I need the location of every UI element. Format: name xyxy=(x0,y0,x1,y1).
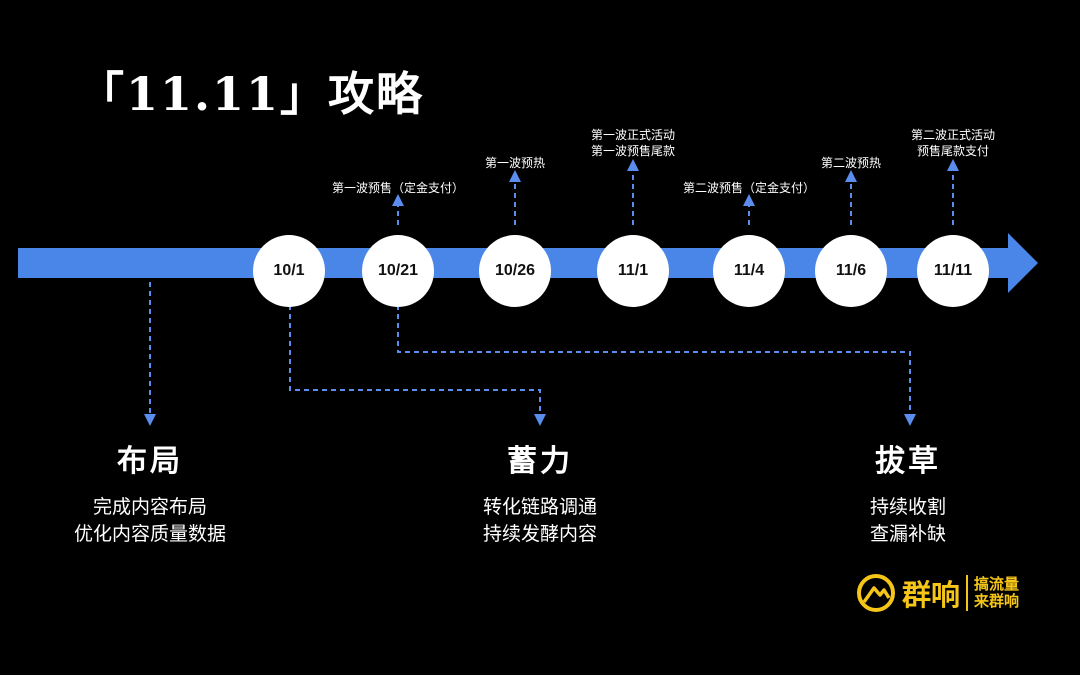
phase-harvest-desc: 持续收割 查漏补缺 xyxy=(870,494,946,548)
phase-layout: 布局 完成内容布局 优化内容质量数据 xyxy=(74,436,226,548)
logo-slogan-line1: 搞流量 xyxy=(974,575,1020,593)
page-title: 「11.11」攻略 xyxy=(78,67,425,121)
phase-accumulate: 蓄力 转化链路调通 持续发酵内容 xyxy=(483,436,597,548)
node-10-21: 10/21 xyxy=(362,235,434,307)
phase-harvest-line1: 持续收割 xyxy=(869,496,947,518)
phase-accumulate-title: 蓄力 xyxy=(506,444,573,479)
logo-slogan-line2: 来群响 xyxy=(974,592,1020,610)
connector-harvest xyxy=(397,305,916,426)
phase-layout-title: 布局 xyxy=(116,444,183,479)
node-11-1: 11/1 xyxy=(597,235,669,307)
annotation-1021: 第一波预售（定金支付） xyxy=(331,181,465,195)
phase-layout-line1: 完成内容布局 xyxy=(92,496,208,518)
node-10-26: 10/26 xyxy=(479,235,551,307)
phase-harvest: 拔草 持续收割 查漏补缺 xyxy=(870,436,946,548)
annotation-1026: 第一波预热 xyxy=(484,156,546,170)
logo-divider xyxy=(966,575,969,611)
annotation-1111: 第二波正式活动 预售尾款支付 xyxy=(911,127,995,159)
node-11-6: 11/6 xyxy=(815,235,887,307)
logo-slogan: 搞流量 来群响 xyxy=(974,576,1019,610)
annotation-1101-line2: 第一波预售尾款 xyxy=(590,144,676,158)
phase-accumulate-line2: 持续发酵内容 xyxy=(482,523,598,545)
connector-accumulate xyxy=(289,305,546,426)
phase-accumulate-line1: 转化链路调通 xyxy=(482,496,598,518)
brand-logo: 群响 搞流量 来群响 xyxy=(856,572,1019,614)
annotation-1111-line2: 预售尾款支付 xyxy=(916,144,990,158)
annotation-1106: 第二波预热 xyxy=(820,156,882,170)
annotation-1101: 第一波正式活动 第一波预售尾款 xyxy=(591,127,675,159)
phase-layout-line2: 优化内容质量数据 xyxy=(73,523,227,545)
node-10-1: 10/1 xyxy=(253,235,325,307)
node-11-4: 11/4 xyxy=(713,235,785,307)
phase-layout-desc: 完成内容布局 优化内容质量数据 xyxy=(74,494,226,548)
annotation-1104: 第二波预售（定金支付） xyxy=(682,181,816,195)
annotation-1101-line1: 第一波正式活动 xyxy=(590,128,676,142)
logo-name: 群响 xyxy=(902,578,961,612)
phase-harvest-title: 拔草 xyxy=(874,444,941,479)
phase-accumulate-desc: 转化链路调通 持续发酵内容 xyxy=(483,494,597,548)
annotation-1111-line1: 第二波正式活动 xyxy=(910,128,996,142)
node-11-11: 11/11 xyxy=(917,235,989,307)
phase-harvest-line2: 查漏补缺 xyxy=(869,523,947,545)
mountain-logo-icon xyxy=(857,574,895,612)
